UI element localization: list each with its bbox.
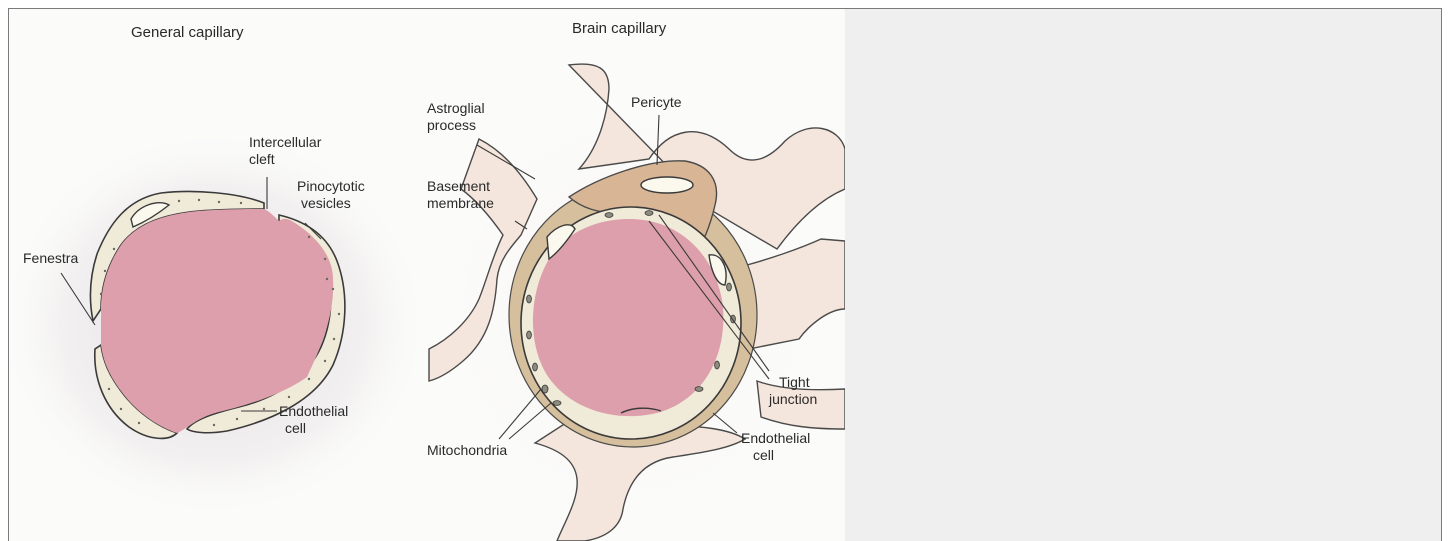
label-cell-brain: cell <box>753 447 774 463</box>
label-basement: Basement <box>427 178 490 194</box>
label-vesicles: vesicles <box>301 195 351 211</box>
brain-capillary: Brain capillary Astroglial process Peric… <box>427 20 845 541</box>
label-fenestra: Fenestra <box>23 250 78 266</box>
label-astroglial: Astroglial <box>427 100 485 116</box>
label-process: process <box>427 117 476 133</box>
label-mitochondria: Mitochondria <box>427 442 507 458</box>
label-intercellular: Intercellular <box>249 134 322 150</box>
capillary-diagram: General capillary Intercellular cleft Pi… <box>9 9 845 541</box>
general-title: General capillary <box>131 24 244 41</box>
capillary-figure: General capillary Intercellular cleft Pi… <box>9 9 845 541</box>
label-cleft: cleft <box>249 151 275 167</box>
label-endothelial-general: Endothelial <box>279 403 348 419</box>
label-tight: Tight <box>779 374 810 390</box>
label-membrane: membrane <box>427 195 494 211</box>
pericyte-nucleus <box>641 177 693 193</box>
label-endothelial-brain: Endothelial <box>741 430 810 446</box>
label-pinocytotic: Pinocytotic <box>297 178 365 194</box>
blank-panel <box>845 9 1441 541</box>
general-capillary: General capillary Intercellular cleft Pi… <box>9 24 429 519</box>
brain-lumen <box>533 219 723 416</box>
label-cell-general: cell <box>285 420 306 436</box>
label-pericyte: Pericyte <box>631 94 682 110</box>
label-junction: junction <box>768 391 817 407</box>
brain-title: Brain capillary <box>572 20 667 37</box>
